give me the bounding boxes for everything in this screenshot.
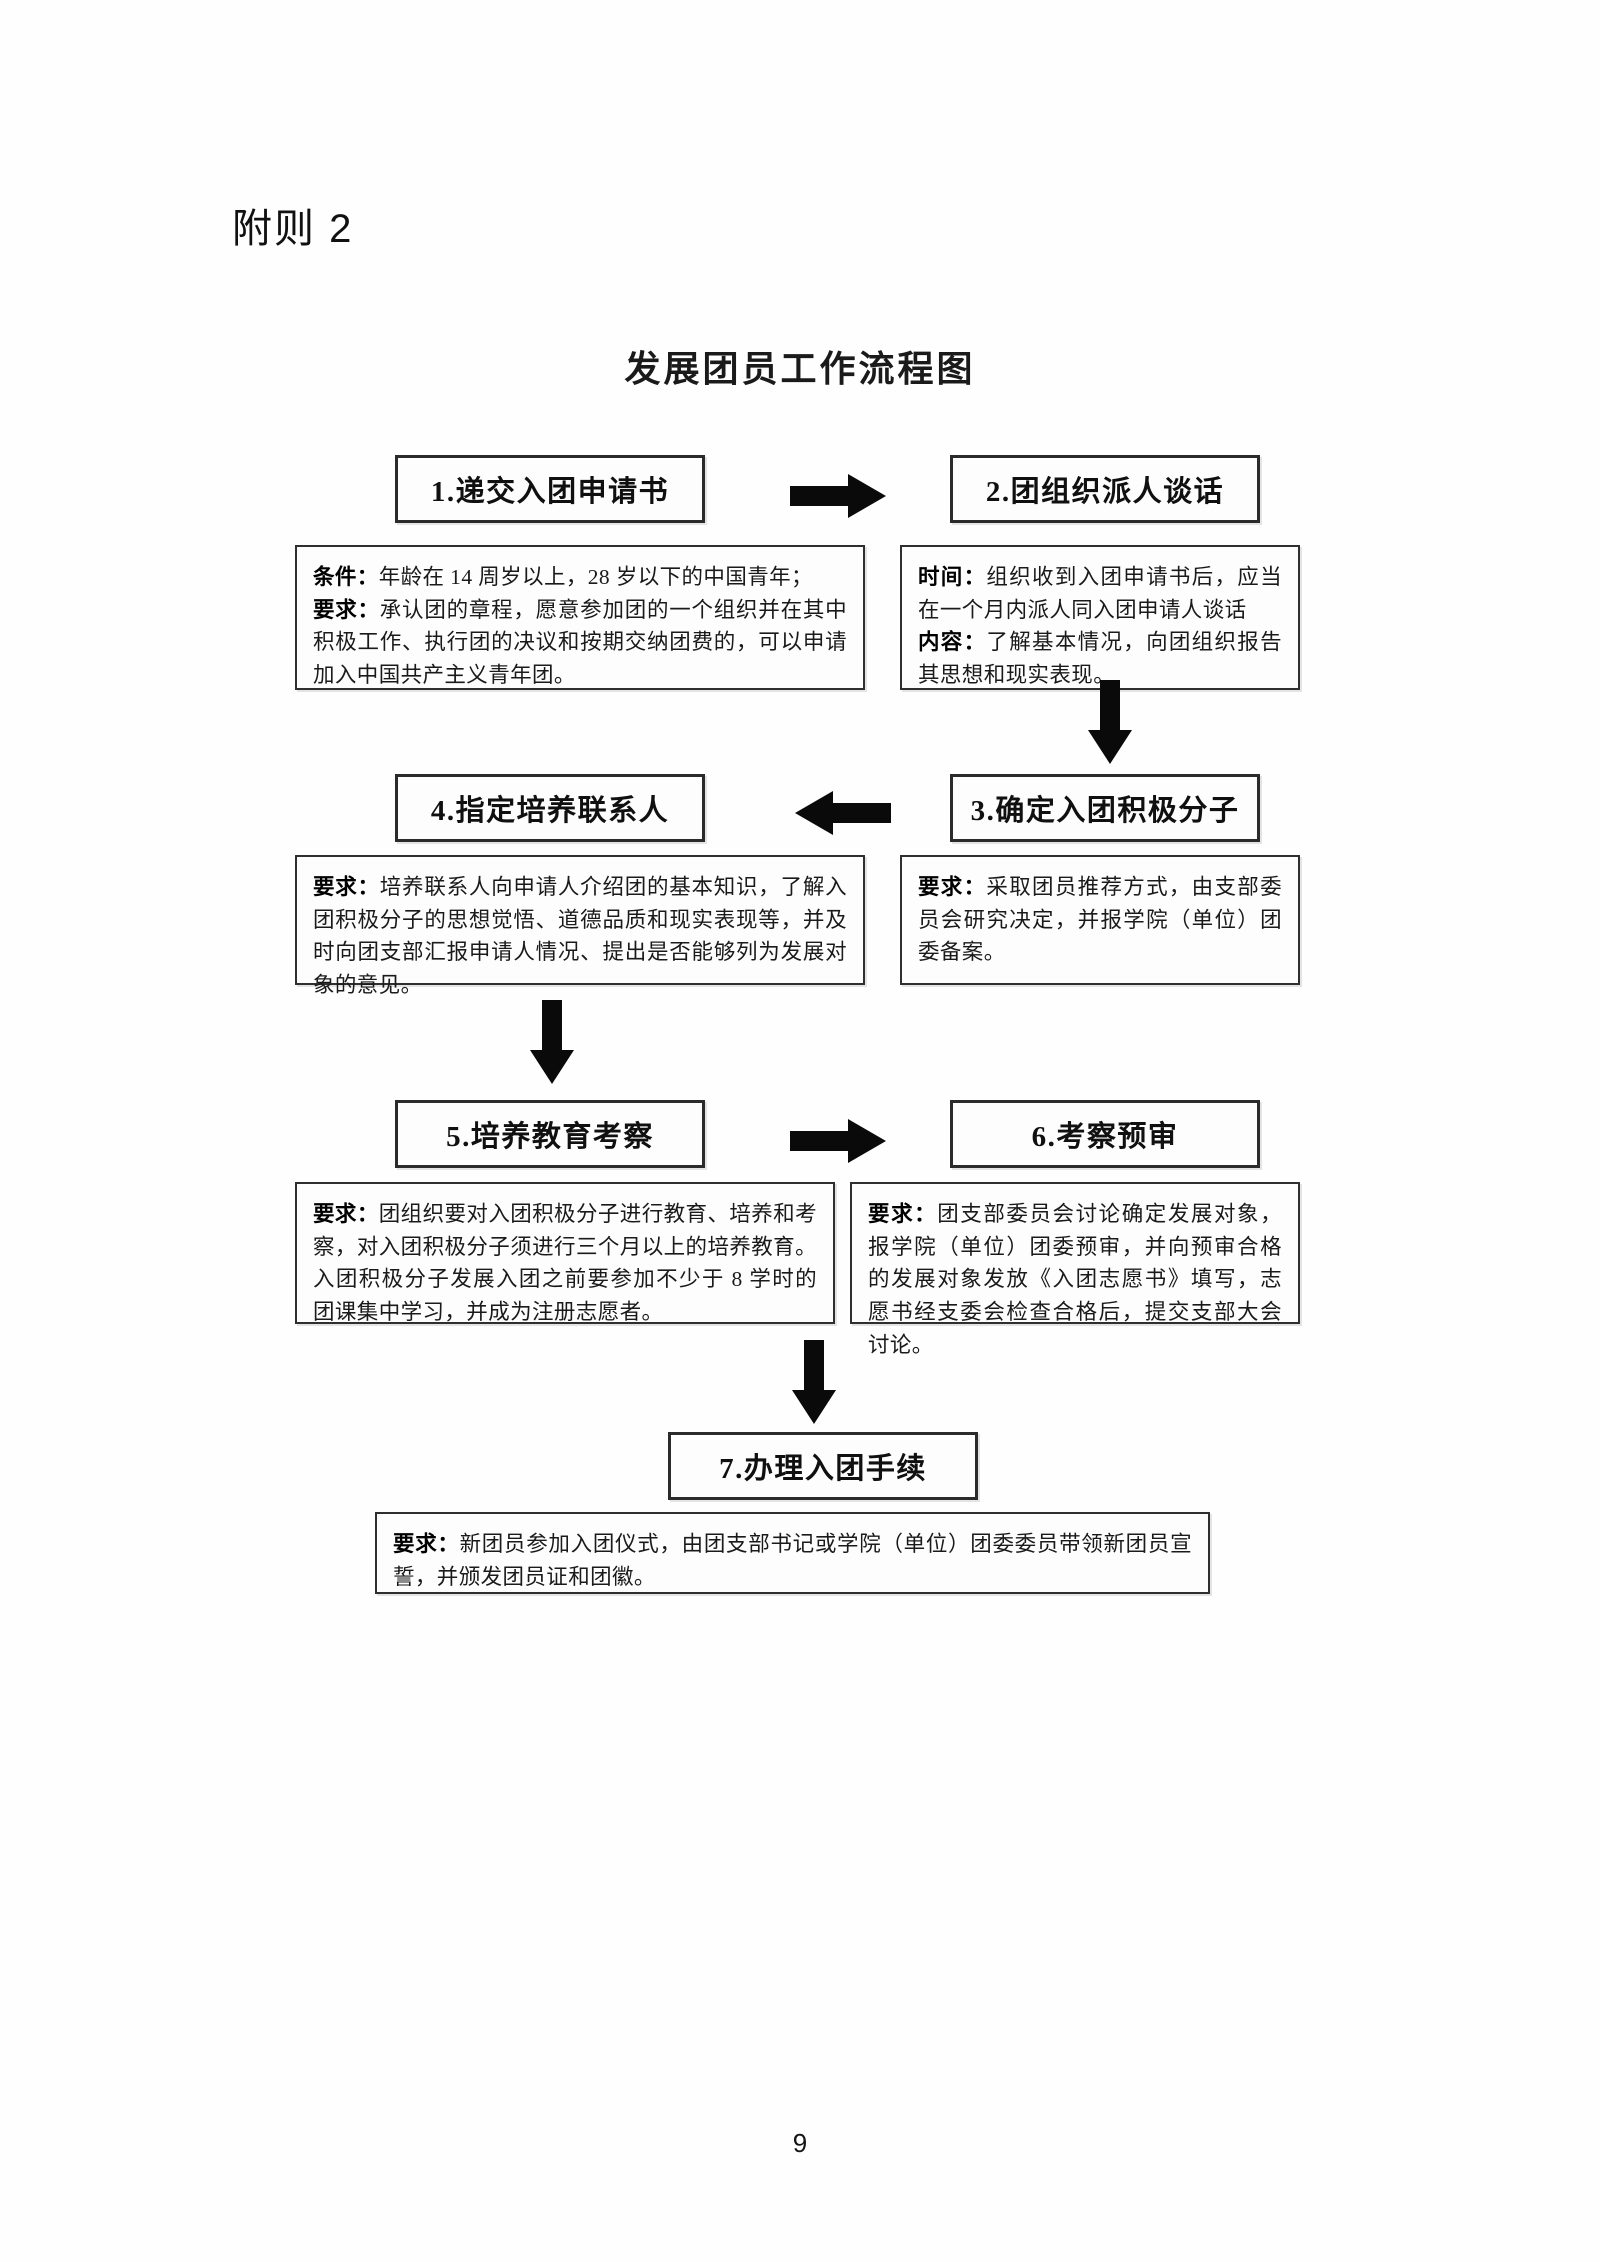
flow-detail-step-4: 要求：培养联系人向申请人介绍团的基本知识，了解入团积极分子的思想觉悟、道德品质和… — [295, 855, 865, 997]
detail-text: 采取团员推荐方式，由支部委员会研究决定，并报学院（单位）团委备案。 — [918, 875, 1282, 965]
detail-text: 新团员参加入团仪式，由团支部书记或学院（单位）团委委员带领新团员宣誓，并颁发团员… — [393, 1532, 1192, 1589]
flow-detail-step-3: 要求：采取团员推荐方式，由支部委员会研究决定，并报学院（单位）团委备案。 — [900, 855, 1300, 985]
arrow-down-step2-to-step3 — [1086, 680, 1134, 764]
page-title: 附则 2 — [232, 207, 354, 251]
detail-line: 时间：组织收到入团申请书后，应当在一个月内派人同入团申请人谈话 — [918, 561, 1282, 626]
flow-node-step-2[interactable]: 2.团组织派人谈话 — [950, 455, 1260, 523]
flow-node-step-4[interactable]: 4.指定培养联系人 — [395, 774, 705, 842]
flow-node-step-1[interactable]: 1.递交入团申请书 — [395, 455, 705, 523]
detail-text: 承认团的章程，愿意参加团的一个组织并在其中积极工作、执行团的决议和按期交纳团费的… — [313, 597, 847, 688]
detail-line: 要求：团组织要对入团积极分子进行教育、培养和考察，对入团积极分子须进行三个月以上… — [313, 1198, 817, 1329]
flow-detail-step-1: 条件：年龄在 14 周岁以上，28 岁以下的中国青年； 要求：承认团的章程，愿意… — [295, 545, 865, 690]
detail-text: 团组织要对入团积极分子进行教育、培养和考察，对入团积极分子须进行三个月以上的培养… — [313, 1202, 817, 1325]
detail-line: 要求：培养联系人向申请人介绍团的基本知识，了解入团积极分子的思想觉悟、道德品质和… — [313, 871, 847, 1002]
detail-line: 要求：团支部委员会讨论确定发展对象，报学院（单位）团委预审，并向预审合格的发展对… — [868, 1198, 1282, 1361]
detail-label: 要求： — [918, 875, 987, 899]
detail-label: 要求： — [868, 1202, 938, 1226]
detail-line: 要求：承认团的章程，愿意参加团的一个组织并在其中积极工作、执行团的决议和按期交纳… — [313, 594, 847, 692]
detail-line: 条件：年龄在 14 周岁以上，28 岁以下的中国青年； — [313, 561, 847, 594]
detail-label: 要求： — [313, 1202, 379, 1226]
flow-node-step-3[interactable]: 3.确定入团积极分子 — [950, 774, 1260, 842]
page-number: 9 — [792, 2128, 808, 2158]
detail-label: 要求： — [393, 1532, 460, 1556]
arrow-right-step1-to-step2 — [790, 472, 886, 520]
flow-node-step-5[interactable]: 5.培养教育考察 — [395, 1100, 705, 1168]
flow-detail-step-5: 要求：团组织要对入团积极分子进行教育、培养和考察，对入团积极分子须进行三个月以上… — [295, 1182, 835, 1324]
detail-label: 条件： — [313, 565, 379, 589]
detail-label: 内容： — [918, 630, 987, 655]
flowchart-title: 发展团员工作流程图 — [624, 349, 976, 389]
detail-label: 要求： — [313, 597, 380, 622]
detail-label: 要求： — [313, 875, 380, 899]
arrow-down-step6-to-step7 — [790, 1340, 838, 1424]
detail-text: 组织收到入团申请书后，应当在一个月内派人同入团申请人谈话 — [918, 565, 1282, 622]
arrow-left-step3-to-step4 — [795, 789, 891, 837]
detail-text: 年龄在 14 周岁以上，28 岁以下的中国青年； — [378, 565, 813, 589]
flow-detail-step-7: 要求：新团员参加入团仪式，由团支部书记或学院（单位）团委委员带领新团员宣誓，并颁… — [375, 1512, 1210, 1594]
flow-detail-step-6: 要求：团支部委员会讨论确定发展对象，报学院（单位）团委预审，并向预审合格的发展对… — [850, 1182, 1300, 1357]
detail-text: 团支部委员会讨论确定发展对象，报学院（单位）团委预审，并向预审合格的发展对象发放… — [868, 1202, 1282, 1357]
flow-node-step-6[interactable]: 6.考察预审 — [950, 1100, 1260, 1168]
detail-line: 要求：采取团员推荐方式，由支部委员会研究决定，并报学院（单位）团委备案。 — [918, 871, 1282, 969]
flow-node-step-7[interactable]: 7.办理入团手续 — [668, 1432, 978, 1500]
arrow-right-step5-to-step6 — [790, 1117, 886, 1165]
detail-line: 内容：了解基本情况，向团组织报告其思想和现实表现。 — [918, 626, 1282, 691]
arrow-down-step4-to-step5 — [528, 1000, 576, 1084]
detail-text: 培养联系人向申请人介绍团的基本知识，了解入团积极分子的思想觉悟、道德品质和现实表… — [313, 875, 847, 998]
detail-label: 时间： — [918, 565, 987, 589]
detail-line: 要求：新团员参加入团仪式，由团支部书记或学院（单位）团委委员带领新团员宣誓，并颁… — [393, 1528, 1192, 1593]
detail-text: 了解基本情况，向团组织报告其思想和现实表现。 — [918, 630, 1282, 688]
flow-detail-step-2: 时间：组织收到入团申请书后，应当在一个月内派人同入团申请人谈话 内容：了解基本情… — [900, 545, 1300, 690]
